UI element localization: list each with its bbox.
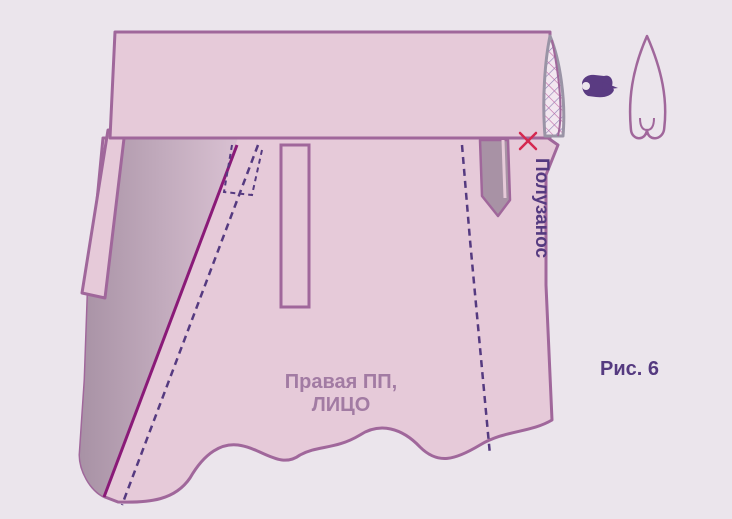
figure-caption: Рис. 6 <box>600 358 659 380</box>
dart-edge <box>501 139 507 199</box>
panel-label: Правая ПП, <box>285 371 397 393</box>
loop-shape-icon <box>628 34 667 140</box>
panel-sublabel: ЛИЦО <box>312 394 371 416</box>
waistband-fold <box>542 34 566 138</box>
facing-stitch-line <box>120 144 260 506</box>
belt-loop <box>279 143 311 309</box>
folded-facing <box>80 138 238 497</box>
cross-mark-icon <box>518 131 538 151</box>
loop-fold-line <box>639 117 655 132</box>
facing-edge-line <box>102 144 239 498</box>
side-label: Полузанос <box>531 158 552 259</box>
waistband <box>108 30 552 140</box>
pointing-hand-icon <box>582 74 618 98</box>
waistband-fold-edge <box>551 39 562 137</box>
